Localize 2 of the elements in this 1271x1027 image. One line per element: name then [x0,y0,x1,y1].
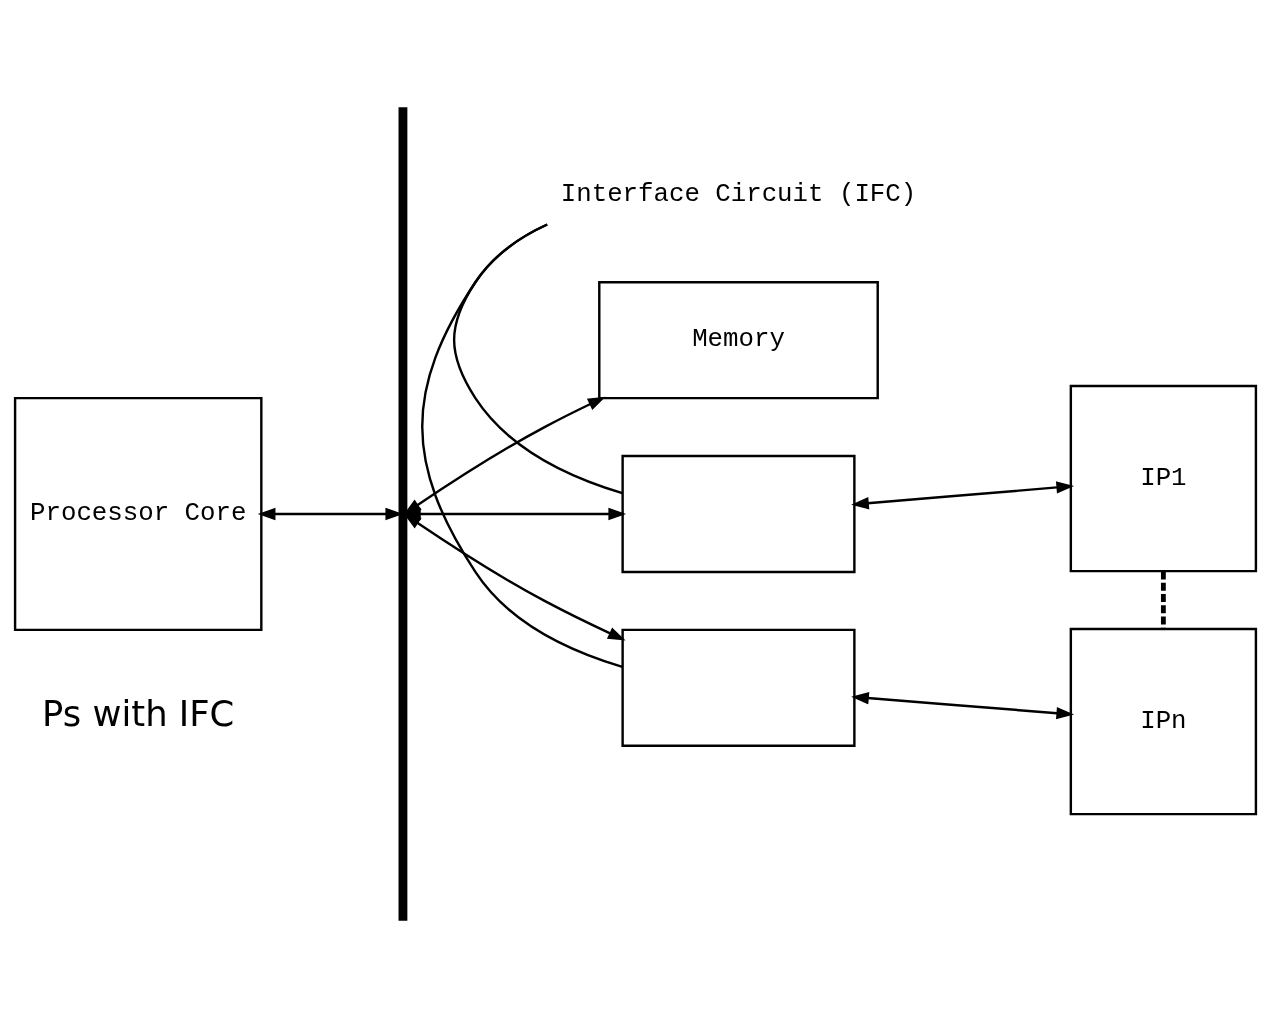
node-text: Interface Circuit (IFC) [560,179,917,209]
label: Ps with IFC [42,692,235,734]
